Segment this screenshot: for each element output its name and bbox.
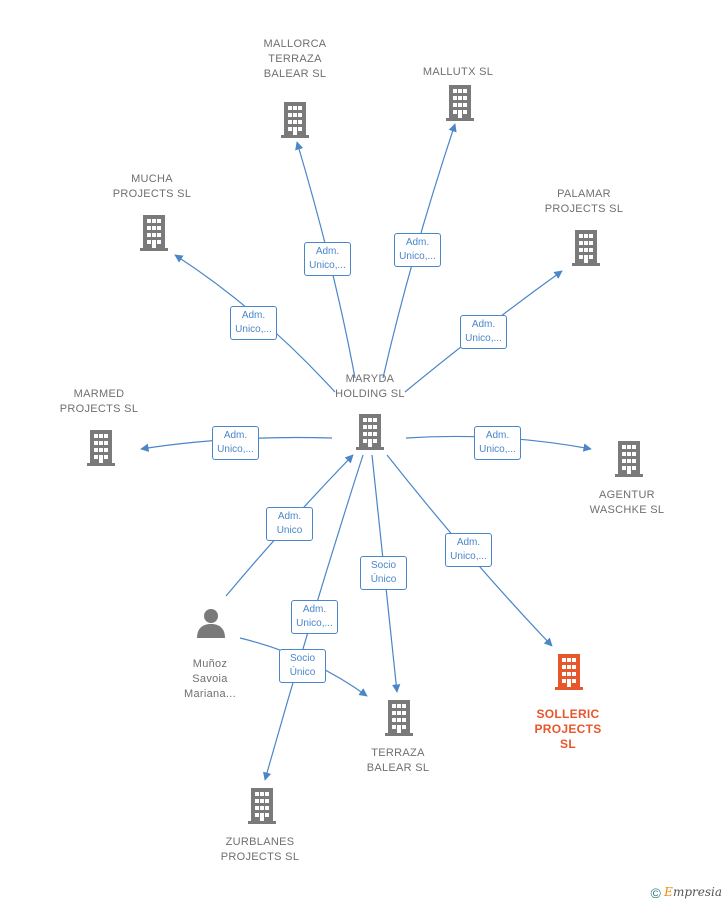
node-label-mallutx[interactable]: MALLUTX SL [422,66,494,78]
node-label-mallorca[interactable]: MALLORCA TERRAZA BALEAR SL [263,38,327,80]
building-icon-zurblanes[interactable] [248,788,276,824]
edge-label-maryda-marmed[interactable]: Adm. Unico,... [212,426,259,460]
edge-label-maryda-mucha[interactable]: Adm. Unico,... [230,306,277,340]
node-label-terraza[interactable]: TERRAZA BALEAR SL [366,747,430,774]
node-label-zurblanes[interactable]: ZURBLANES PROJECTS SL [220,836,300,863]
edge-label-maryda-terraza[interactable]: Socio Único [360,556,407,590]
node-label-munoz[interactable]: Muñoz Savoia Mariana... [184,658,236,700]
building-icon-terraza[interactable] [385,700,413,736]
building-icon-agentur[interactable] [615,441,643,477]
building-icon-mallutx[interactable] [446,85,474,121]
building-icon-mucha[interactable] [140,215,168,251]
brand-footer: © Empresia [651,885,723,901]
edge-label-munoz-terraza[interactable]: Socio Único [279,649,326,683]
edge-label-maryda-mallorca[interactable]: Adm. Unico,... [304,242,351,276]
edge-label-maryda-zurblanes[interactable]: Adm. Unico,... [291,600,338,634]
building-icon-marmed[interactable] [87,430,115,466]
edge-label-maryda-mallutx[interactable]: Adm. Unico,... [394,233,441,267]
copyright-icon: © [650,885,661,901]
edge-label-munoz-maryda[interactable]: Adm. Unico [266,507,313,541]
building-icon-mallorca[interactable] [281,102,309,138]
building-icon-palamar[interactable] [572,230,600,266]
building-icon-solleric[interactable] [555,654,583,690]
node-label-maryda[interactable]: MARYDA HOLDING SL [335,373,405,400]
building-icon-maryda[interactable] [356,414,384,450]
node-label-marmed[interactable]: MARMED PROJECTS SL [59,388,139,415]
node-label-solleric[interactable]: SOLLERIC PROJECTS SL [534,707,602,751]
edge-label-maryda-solleric[interactable]: Adm. Unico,... [445,533,492,567]
node-label-mucha[interactable]: MUCHA PROJECTS SL [112,173,192,200]
edge-label-maryda-palamar[interactable]: Adm. Unico,... [460,315,507,349]
edge-label-maryda-agentur[interactable]: Adm. Unico,... [474,426,521,460]
node-label-palamar[interactable]: PALAMAR PROJECTS SL [544,188,624,215]
brand-logo: Empresia [664,885,722,900]
person-icon-munoz[interactable] [197,609,225,638]
node-label-agentur[interactable]: AGENTUR WASCHKE SL [589,489,665,516]
